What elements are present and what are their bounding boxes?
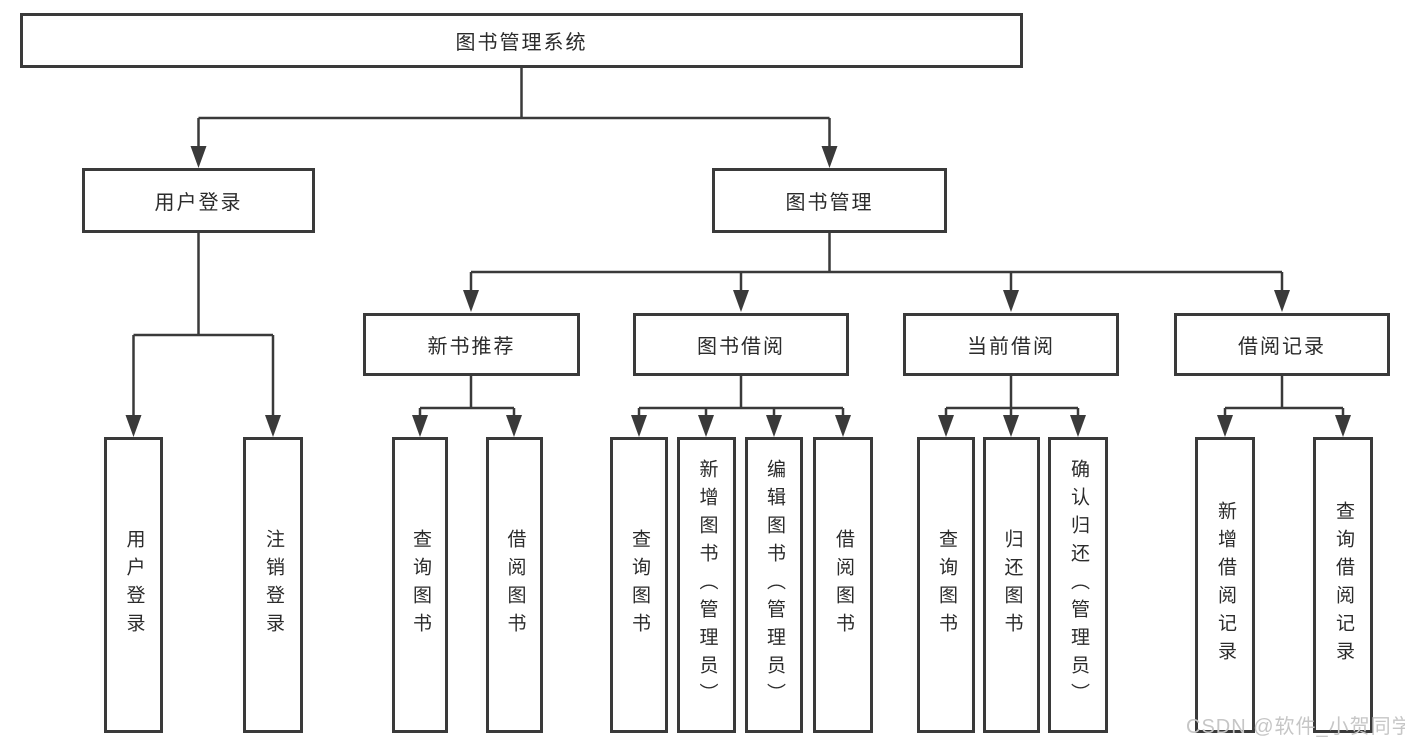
leaf-borrow-query-books: 查询图书 bbox=[610, 437, 668, 733]
node-book-mgmt: 图书管理 bbox=[712, 168, 947, 233]
arrowhead bbox=[1003, 415, 1019, 437]
leaf-rec-borrow-books: 借阅图书 bbox=[486, 437, 543, 733]
leaf-label: 编辑图书（管理员） bbox=[763, 459, 785, 711]
node-new-book-rec: 新书推荐 bbox=[363, 313, 580, 376]
arrowhead bbox=[125, 415, 142, 437]
node-current-borrow-label: 当前借阅 bbox=[967, 336, 1055, 358]
leaf-edit-books-admin: 编辑图书（管理员） bbox=[745, 437, 803, 733]
arrowhead bbox=[1070, 415, 1086, 437]
arrowhead bbox=[463, 290, 479, 312]
leaf-current-query-books: 查询图书 bbox=[917, 437, 975, 733]
leaf-label: 借阅图书 bbox=[832, 529, 854, 641]
connector-current-borrow-children bbox=[938, 376, 1086, 437]
arrowhead bbox=[1335, 415, 1351, 437]
arrowhead bbox=[1274, 290, 1290, 312]
leaf-label: 新增借阅记录 bbox=[1214, 501, 1236, 669]
watermark-text: CSDN @软件_小贺同学 bbox=[1186, 716, 1405, 738]
arrowhead bbox=[265, 415, 281, 437]
arrowhead bbox=[1217, 415, 1233, 437]
arrowhead bbox=[506, 415, 522, 437]
leaf-query-borrow-record: 查询借阅记录 bbox=[1313, 437, 1373, 733]
leaf-label: 用户登录 bbox=[123, 529, 145, 641]
leaf-add-borrow-record: 新增借阅记录 bbox=[1195, 437, 1255, 733]
leaf-add-books-admin: 新增图书（管理员） bbox=[677, 437, 736, 733]
arrowhead bbox=[835, 415, 851, 437]
arrowhead bbox=[190, 146, 207, 168]
leaf-return-books: 归还图书 bbox=[983, 437, 1040, 733]
leaf-label: 查询图书 bbox=[409, 529, 431, 641]
node-root-label: 图书管理系统 bbox=[455, 32, 588, 54]
leaf-label: 查询图书 bbox=[935, 529, 957, 641]
leaf-rec-query-books: 查询图书 bbox=[392, 437, 448, 733]
node-user-login: 用户登录 bbox=[82, 168, 315, 233]
leaf-label: 确认归还（管理员） bbox=[1067, 459, 1089, 711]
node-user-login-label: 用户登录 bbox=[154, 192, 243, 214]
arrowhead bbox=[766, 415, 782, 437]
leaf-label: 借阅图书 bbox=[504, 529, 526, 641]
leaf-label: 新增图书（管理员） bbox=[696, 459, 718, 711]
arrowhead bbox=[698, 415, 714, 437]
arrowhead bbox=[412, 415, 428, 437]
arrowhead bbox=[821, 146, 838, 168]
connector-user-login-children bbox=[125, 233, 281, 437]
leaf-label: 查询图书 bbox=[628, 529, 650, 641]
leaf-borrow-books: 借阅图书 bbox=[813, 437, 873, 733]
leaf-confirm-return-admin: 确认归还（管理员） bbox=[1048, 437, 1108, 733]
node-book-mgmt-label: 图书管理 bbox=[785, 192, 874, 214]
connector-book-mgmt-to-level3 bbox=[463, 233, 1290, 312]
arrowhead bbox=[938, 415, 954, 437]
node-borrow-records-label: 借阅记录 bbox=[1238, 336, 1326, 358]
leaf-label: 注销登录 bbox=[262, 529, 284, 641]
arrowhead bbox=[1003, 290, 1019, 312]
connector-root-to-level2 bbox=[190, 68, 838, 168]
connector-new-book-rec-children bbox=[412, 376, 522, 437]
leaf-label: 查询借阅记录 bbox=[1332, 501, 1354, 669]
arrowhead bbox=[733, 290, 749, 312]
node-root: 图书管理系统 bbox=[20, 13, 1023, 68]
leaf-label: 归还图书 bbox=[1001, 529, 1023, 641]
node-current-borrow: 当前借阅 bbox=[903, 313, 1119, 376]
leaf-logout: 注销登录 bbox=[243, 437, 303, 733]
node-book-borrow-label: 图书借阅 bbox=[697, 336, 785, 358]
arrowhead bbox=[631, 415, 647, 437]
connector-borrow-records-children bbox=[1217, 376, 1351, 437]
connector-book-borrow-children bbox=[631, 376, 851, 437]
leaf-user-login: 用户登录 bbox=[104, 437, 163, 733]
node-borrow-records: 借阅记录 bbox=[1174, 313, 1390, 376]
node-new-book-rec-label: 新书推荐 bbox=[427, 336, 516, 358]
node-book-borrow: 图书借阅 bbox=[633, 313, 849, 376]
